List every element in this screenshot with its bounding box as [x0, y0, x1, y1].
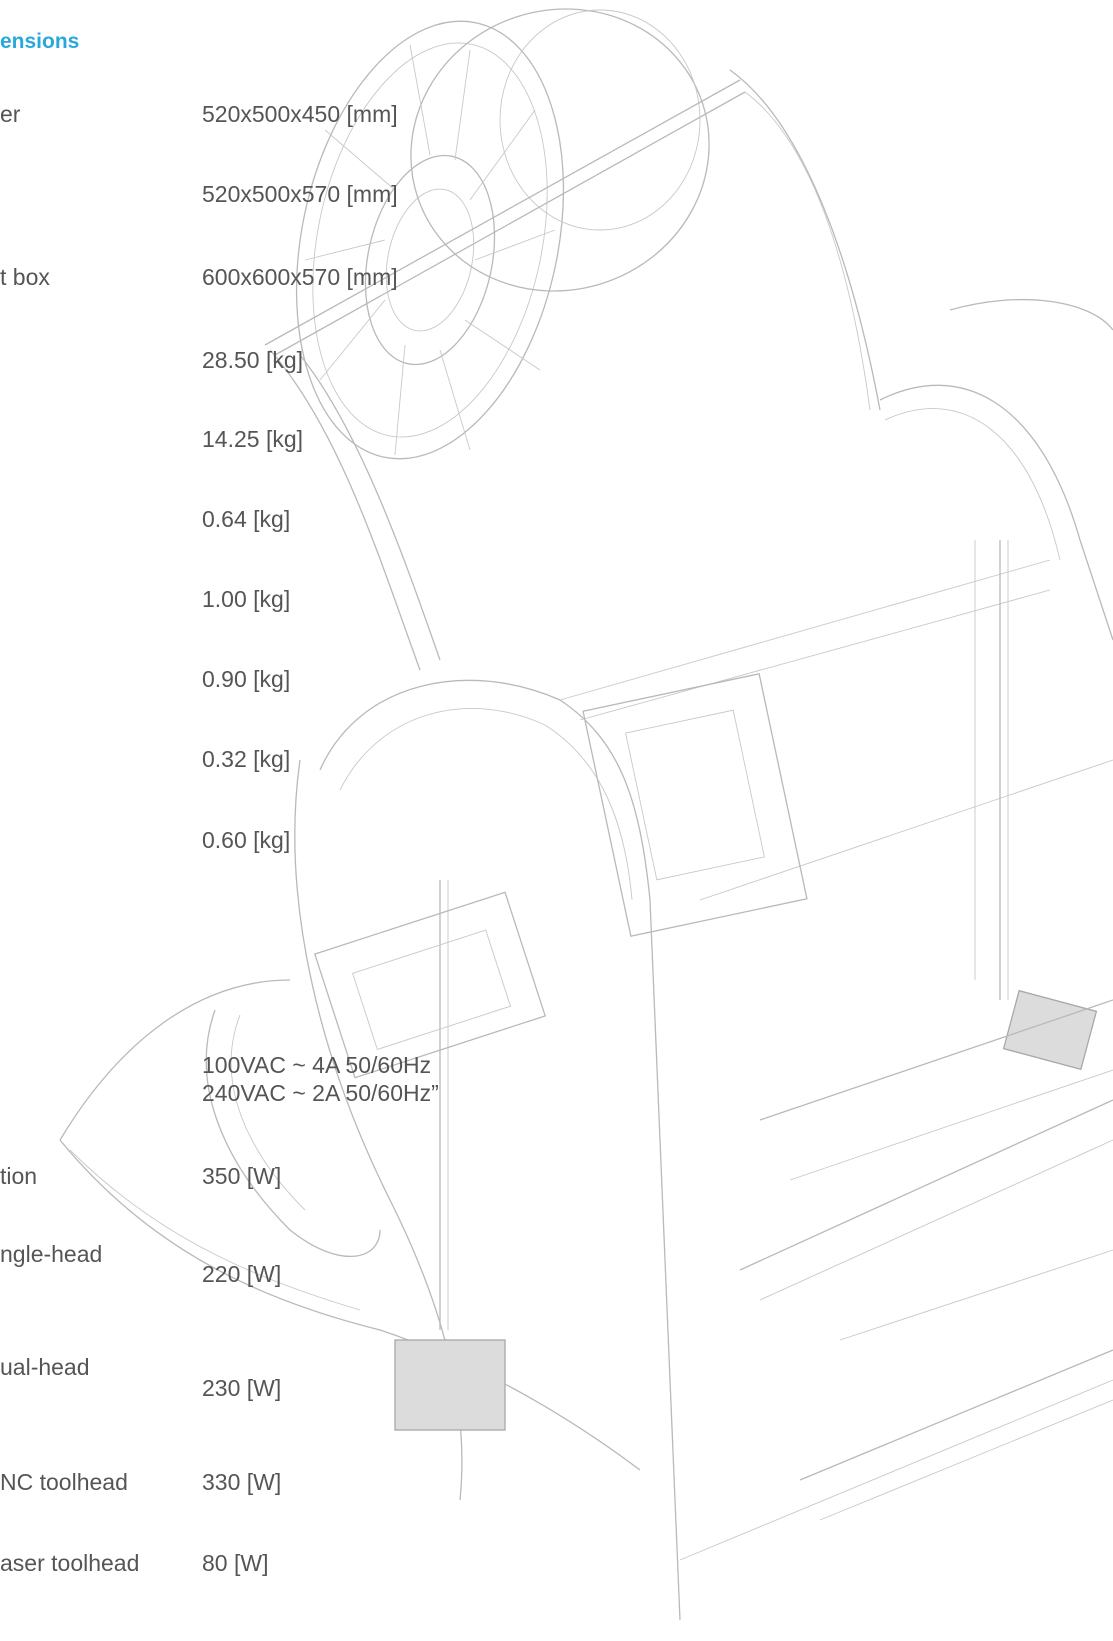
section-title: ensions: [0, 30, 80, 53]
spec-label: ual-head: [0, 1354, 90, 1380]
spec-value: 0.90 [kg]: [202, 666, 291, 692]
spec-value: 0.64 [kg]: [202, 506, 291, 532]
spec-value: 600x600x570 [mm]: [202, 264, 398, 290]
spec-value: 14.25 [kg]: [202, 426, 304, 452]
spec-label: NC toolhead: [0, 1469, 128, 1495]
spool-icon: [264, 8, 746, 460]
spec-value: 1.00 [kg]: [202, 586, 291, 612]
spec-value: 100VAC ~ 4A 50/60Hz 240VAC ~ 2A 50/60Hz”: [202, 1051, 439, 1107]
spec-label: t box: [0, 264, 50, 290]
spec-value: 350 [W]: [202, 1163, 282, 1189]
spec-value-line: 240VAC ~ 2A 50/60Hz”: [202, 1080, 439, 1106]
spec-value: 330 [W]: [202, 1469, 282, 1495]
spec-value: 520x500x570 [mm]: [202, 181, 398, 207]
spec-value: 0.60 [kg]: [202, 827, 291, 853]
spec-value: 0.32 [kg]: [202, 746, 291, 772]
spec-label: tion: [0, 1163, 38, 1189]
spec-value: 80 [W]: [202, 1550, 269, 1576]
spec-label: aser toolhead: [0, 1550, 140, 1576]
spec-label: er: [0, 101, 21, 127]
spec-label: ngle-head: [0, 1241, 103, 1267]
spec-value: 220 [W]: [202, 1261, 282, 1287]
spec-value-line: 100VAC ~ 4A 50/60Hz: [202, 1052, 432, 1078]
spec-value: 520x500x450 [mm]: [202, 101, 398, 127]
spec-value: 28.50 [kg]: [202, 347, 304, 373]
spec-value: 230 [W]: [202, 1375, 282, 1401]
